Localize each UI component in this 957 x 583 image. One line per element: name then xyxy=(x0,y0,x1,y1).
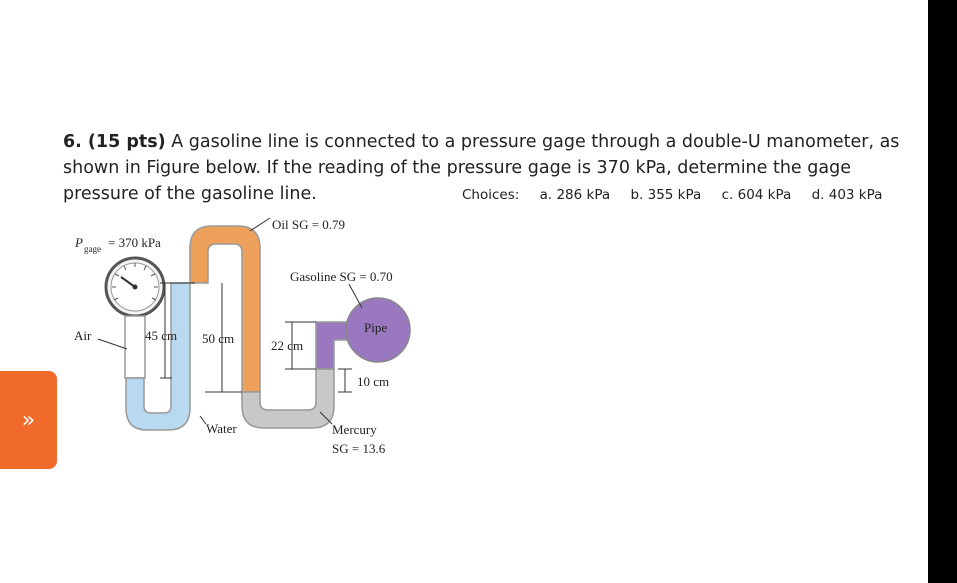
pgage-symbol: P xyxy=(74,235,83,250)
choices-label: Choices: xyxy=(462,187,520,203)
side-expand-button[interactable]: » xyxy=(0,371,57,469)
choice-b: b. 355 kPa xyxy=(630,187,702,203)
dim-45-label: 45 cm xyxy=(145,328,177,343)
question-body: A gasoline line is connected to a pressu… xyxy=(63,132,900,204)
pressure-gauge-icon xyxy=(104,256,166,318)
pgage-label: = 370 kPa xyxy=(108,235,161,250)
choice-d: d. 403 kPa xyxy=(811,187,883,203)
dim-50-label: 50 cm xyxy=(202,331,234,346)
double-chevron-right-icon: » xyxy=(21,407,36,433)
choice-a: a. 286 kPa xyxy=(539,187,611,203)
mercury-label: Mercury xyxy=(332,422,377,437)
question-text: 6. (15 pts) A gasoline line is connected… xyxy=(63,129,913,207)
water-label: Water xyxy=(206,421,237,436)
oil-label: Oil SG = 0.79 xyxy=(272,217,345,232)
mercury-sg-label: SG = 13.6 xyxy=(332,441,386,456)
answer-choices: Choices: a. 286 kPa b. 355 kPa c. 604 kP… xyxy=(462,187,898,203)
dim-22-label: 22 cm xyxy=(271,338,303,353)
pipe-label: Pipe xyxy=(364,320,387,335)
gasoline-label: Gasoline SG = 0.70 xyxy=(290,269,393,284)
dim-10-label: 10 cm xyxy=(357,374,389,389)
pgage-subscript: gage xyxy=(84,244,101,254)
choice-c: c. 604 kPa xyxy=(721,187,792,203)
air-label: Air xyxy=(74,328,92,343)
question-number: 6. (15 pts) xyxy=(63,132,166,152)
